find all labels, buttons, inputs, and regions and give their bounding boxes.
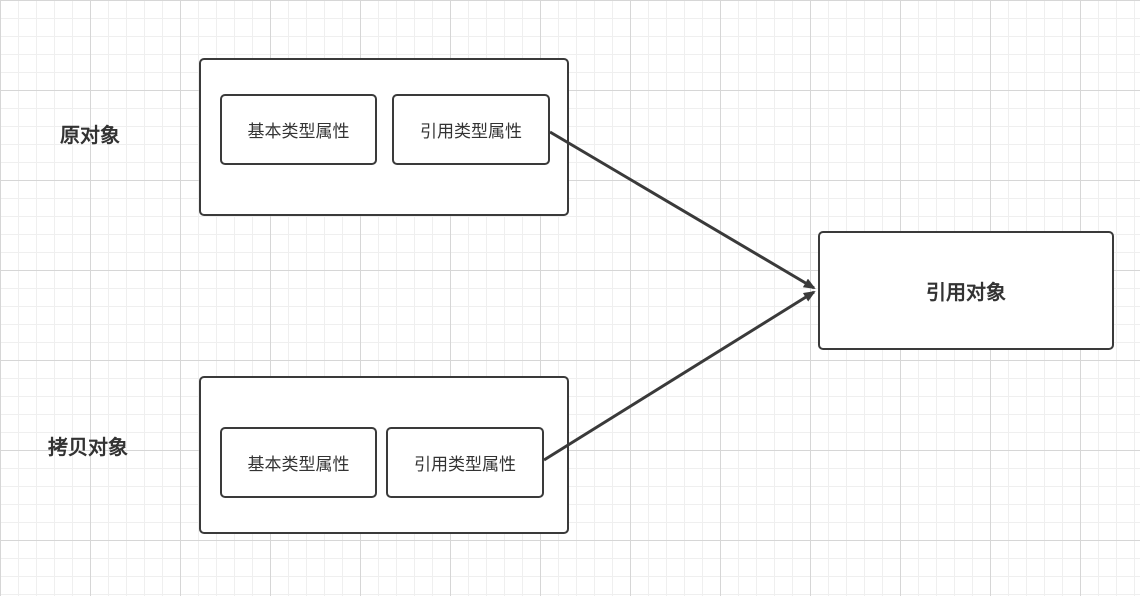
arrow-copy-to-reference <box>543 290 816 462</box>
copy-object-label: 拷贝对象 <box>48 435 128 459</box>
original-object-label: 原对象 <box>60 123 120 147</box>
original-primitive-property: 基本类型属性 <box>220 94 377 165</box>
reference-object-box: 引用对象 <box>818 231 1114 350</box>
original-reference-property: 引用类型属性 <box>392 94 550 165</box>
copy-reference-property: 引用类型属性 <box>386 427 544 498</box>
copy-primitive-property: 基本类型属性 <box>220 427 377 498</box>
arrow-original-to-reference <box>549 130 816 290</box>
